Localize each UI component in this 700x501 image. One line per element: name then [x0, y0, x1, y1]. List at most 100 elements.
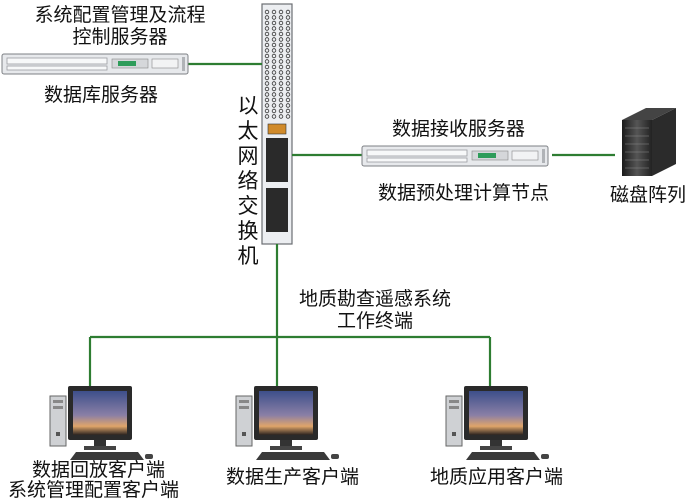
db-server-icon	[1, 53, 189, 75]
switch-port	[278, 42, 284, 48]
ethernet-switch	[261, 3, 293, 245]
switch-char: 交	[237, 194, 259, 218]
terminal-line2: 工作终端	[336, 310, 413, 332]
switch-port	[271, 64, 277, 70]
switch-port	[278, 59, 284, 64]
pc-production-icon	[235, 385, 340, 461]
config-server-line2: 控制服务器	[72, 26, 168, 48]
disk-array-label: 磁盘阵列	[610, 184, 687, 206]
switch-port	[285, 59, 291, 64]
network-links	[88, 62, 615, 388]
switch-port	[264, 75, 270, 81]
switch-char: 络	[237, 169, 259, 193]
switch-port	[264, 59, 270, 64]
switch-port	[285, 26, 291, 31]
switch-port	[278, 92, 284, 97]
switch-port	[285, 48, 291, 53]
switch-port	[271, 81, 277, 86]
switch-port	[285, 103, 291, 108]
switch-port	[264, 42, 270, 48]
switch-port	[278, 70, 284, 75]
client-playback-line1: 数据回放客户端	[32, 459, 166, 481]
switch-port	[264, 53, 270, 59]
switch-port	[285, 20, 291, 26]
switch-port	[285, 114, 291, 119]
switch-port	[271, 70, 277, 75]
switch-port	[271, 31, 277, 37]
switch-port	[271, 53, 277, 59]
switch-port	[271, 26, 277, 31]
switch-port	[271, 114, 277, 119]
switch-port	[278, 26, 284, 31]
switch-port	[278, 75, 284, 81]
switch-label: 以 太 网 络 交 换 机	[236, 94, 260, 269]
switch-port	[278, 97, 284, 103]
switch-port	[264, 9, 270, 15]
switch-port	[271, 75, 277, 81]
switch-port	[278, 114, 284, 119]
switch-port	[264, 31, 270, 37]
switch-port	[285, 97, 291, 103]
switch-char: 网	[237, 144, 259, 168]
switch-port	[278, 20, 284, 26]
switch-port	[271, 103, 277, 108]
switch-port	[285, 92, 291, 97]
switch-char: 太	[237, 119, 259, 143]
terminal-label: 地质勘查遥感系统 工作终端	[280, 288, 470, 332]
switch-port	[285, 31, 291, 37]
switch-port	[264, 114, 270, 119]
switch-port	[278, 31, 284, 37]
switch-port	[271, 86, 277, 92]
switch-port	[278, 86, 284, 92]
terminal-line1: 地质勘查遥感系统	[298, 288, 451, 310]
switch-port	[271, 15, 277, 20]
switch-port	[285, 53, 291, 59]
switch-port	[271, 9, 277, 15]
switch-port	[264, 64, 270, 70]
switch-port	[278, 48, 284, 53]
switch-port	[285, 70, 291, 75]
switch-port	[271, 37, 277, 42]
switch-port	[278, 108, 284, 114]
switch-port	[285, 15, 291, 20]
switch-port	[285, 9, 291, 15]
switch-port	[264, 108, 270, 114]
switch-char: 机	[237, 244, 259, 268]
switch-port	[264, 26, 270, 31]
switch-port	[278, 103, 284, 108]
client-playback-line2: 系统管理配置客户端	[8, 479, 180, 501]
switch-port	[278, 15, 284, 20]
pc-geology-icon	[445, 385, 550, 461]
switch-port	[271, 20, 277, 26]
switch-port	[271, 48, 277, 53]
preprocess-label: 数据预处理计算节点	[378, 182, 550, 204]
switch-port	[264, 103, 270, 108]
switch-port	[264, 86, 270, 92]
switch-port	[264, 37, 270, 42]
recv-server-icon	[361, 145, 549, 167]
switch-port	[285, 75, 291, 81]
switch-port	[271, 97, 277, 103]
switch-port	[264, 20, 270, 26]
switch-port	[285, 108, 291, 114]
switch-port	[278, 81, 284, 86]
switch-port	[271, 42, 277, 48]
client-geology-label: 地质应用客户端	[430, 466, 564, 488]
config-server-line1: 系统配置管理及流程	[34, 4, 206, 26]
switch-port	[285, 37, 291, 42]
switch-port	[264, 92, 270, 97]
switch-port	[278, 37, 284, 42]
pc-playback-icon	[49, 385, 154, 461]
disk-array-icon	[622, 108, 676, 176]
recv-server-label: 数据接收服务器	[392, 118, 526, 140]
switch-char: 换	[237, 219, 259, 243]
switch-port	[264, 15, 270, 20]
switch-port	[271, 59, 277, 64]
switch-port	[285, 81, 291, 86]
switch-port	[271, 108, 277, 114]
db-server-label: 数据库服务器	[44, 84, 159, 106]
switch-port	[285, 42, 291, 48]
switch-port	[264, 97, 270, 103]
switch-port	[264, 81, 270, 86]
